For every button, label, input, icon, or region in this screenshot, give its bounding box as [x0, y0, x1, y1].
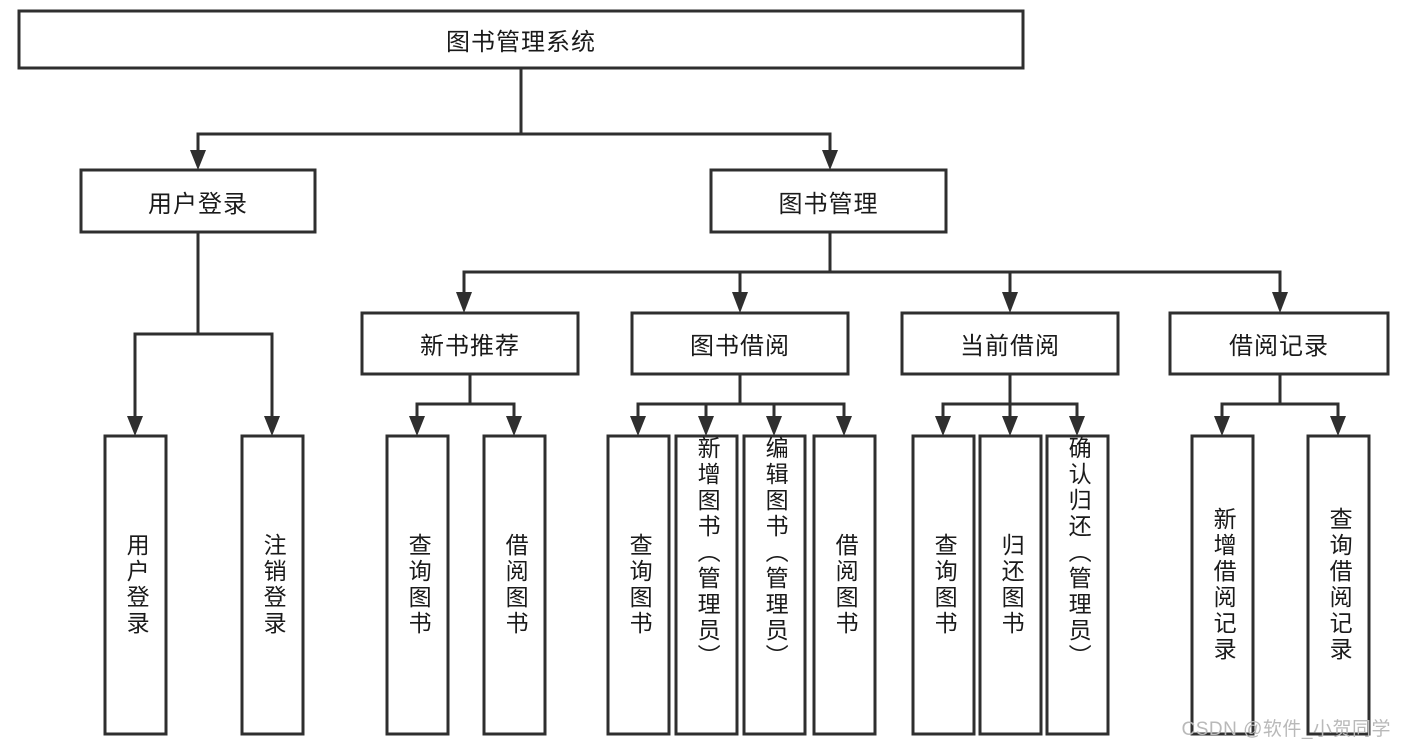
arrowhead-leaf-add-record — [1214, 416, 1230, 436]
node-leaf-query-record[interactable] — [1306, 434, 1371, 736]
arrowhead-leaf-query-book-3 — [935, 416, 951, 436]
node-book-borrow[interactable] — [630, 311, 850, 376]
arrowhead-leaf-query-book-2 — [630, 416, 646, 436]
node-leaf-add-record[interactable] — [1190, 434, 1255, 736]
node-new-book-recommend[interactable] — [360, 311, 580, 376]
arrowhead-leaf-borrow-book-1 — [506, 416, 522, 436]
node-leaf-query-book-1[interactable] — [385, 434, 450, 736]
connector-bookmgmt-to-level3 — [456, 230, 1288, 313]
arrowhead-leaf-borrow-book-2 — [836, 416, 852, 436]
connector-userlogin-to-leaves — [127, 230, 280, 436]
connector-root-to-level2 — [190, 66, 838, 170]
node-book-management[interactable] — [709, 168, 948, 234]
node-leaf-add-book[interactable] — [674, 434, 739, 736]
arrowhead-leaf-user-login — [127, 416, 143, 436]
arrowhead-to-user-login — [190, 150, 206, 170]
arrowhead-leaf-return-book — [1002, 416, 1018, 436]
node-borrow-record[interactable] — [1168, 311, 1390, 376]
arrowhead-to-borrow-record — [1272, 292, 1288, 313]
arrowhead-leaf-query-book-1 — [409, 416, 425, 436]
connector-currentborrow-to-leaves — [935, 372, 1085, 436]
node-root-system[interactable] — [17, 9, 1025, 70]
connector-borrowrecord-to-leaves — [1214, 372, 1346, 436]
node-leaf-query-book-3[interactable] — [911, 434, 976, 736]
node-current-borrow[interactable] — [900, 311, 1120, 376]
csdn-watermark: CSDN @软件_小贺同学 — [1181, 719, 1391, 740]
node-leaf-borrow-book-1[interactable] — [482, 434, 547, 736]
arrowhead-to-new-book-recommend — [456, 292, 472, 313]
arrowhead-leaf-edit-book — [766, 416, 782, 436]
node-leaf-edit-book[interactable] — [742, 434, 807, 736]
node-leaf-user-login[interactable] — [103, 434, 168, 736]
node-leaf-return-book[interactable] — [978, 434, 1043, 736]
arrowhead-leaf-add-book — [698, 416, 714, 436]
arrowhead-leaf-query-record — [1330, 416, 1346, 436]
arrowhead-leaf-logout-login — [264, 416, 280, 436]
node-leaf-borrow-book-2[interactable] — [812, 434, 877, 736]
node-leaf-logout-login[interactable] — [240, 434, 305, 736]
node-user-login[interactable] — [79, 168, 317, 234]
arrowhead-to-current-borrow — [1002, 292, 1018, 313]
node-leaf-confirm-return[interactable] — [1045, 434, 1110, 736]
arrowhead-to-book-management — [822, 150, 838, 170]
node-leaf-query-book-2[interactable] — [606, 434, 671, 736]
connector-bookborrow-to-leaves — [630, 372, 852, 436]
arrowhead-leaf-confirm-return — [1069, 416, 1085, 436]
connector-newbook-to-leaves — [409, 372, 522, 436]
arrowhead-to-book-borrow — [732, 292, 748, 313]
